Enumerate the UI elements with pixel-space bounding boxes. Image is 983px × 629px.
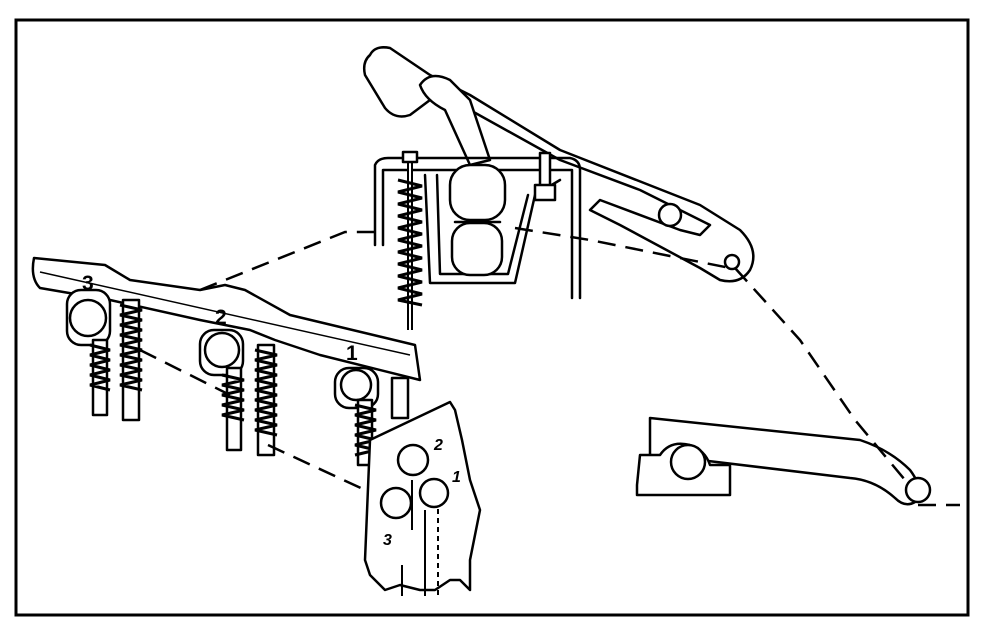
lever-end-hole — [723, 253, 741, 271]
plate-label-3: 3 — [383, 532, 392, 549]
lower-pedal-assembly — [635, 416, 932, 506]
spring-bracket — [373, 150, 582, 330]
link-tap3-to-plate — [139, 348, 231, 397]
bracket-stud-nut — [533, 183, 557, 202]
tap-2-ring — [203, 331, 241, 369]
bar-label-3: 3 — [82, 272, 94, 295]
frame-border — [14, 18, 970, 617]
plate-hole-3 — [379, 486, 413, 520]
link-lever-to-pedal — [734, 267, 906, 481]
tap-1-ring — [339, 368, 373, 402]
tap-2-assembly: 2 — [198, 306, 278, 457]
pedal-end-pin — [904, 476, 932, 504]
lever-link — [418, 74, 492, 167]
spring-cap — [401, 150, 419, 164]
plate-hole-1 — [418, 477, 450, 509]
upper-roller — [448, 163, 507, 222]
tap-1-spring-post — [390, 376, 410, 420]
bar-label-1: 1 — [346, 342, 358, 365]
pedal-roller — [669, 443, 707, 481]
tap-3-ring — [68, 298, 108, 338]
lever-pivot-eye — [657, 202, 683, 228]
lower-roller — [450, 221, 504, 277]
plate-label-2: 2 — [433, 437, 443, 454]
bar-label-2: 2 — [215, 306, 227, 329]
plate-hole-2 — [396, 443, 430, 477]
tap-3-assembly: 3 — [65, 272, 143, 422]
link-bar-to-bracket — [199, 230, 378, 292]
link-tap2-to-plate — [267, 443, 366, 492]
connection-lines — [139, 226, 960, 507]
selector-bar — [31, 256, 422, 382]
link-bracket-to-lever — [514, 226, 731, 270]
plate-label-1: 1 — [452, 469, 461, 486]
terminal-plate-assembly: 2 1 3 — [363, 400, 482, 596]
compression-spring — [397, 178, 423, 307]
bracket-outline — [373, 156, 582, 300]
selector-bar-assembly: 3 2 1 — [31, 256, 422, 467]
upper-lever-assembly — [362, 46, 755, 283]
tap-3-thread — [89, 343, 111, 392]
